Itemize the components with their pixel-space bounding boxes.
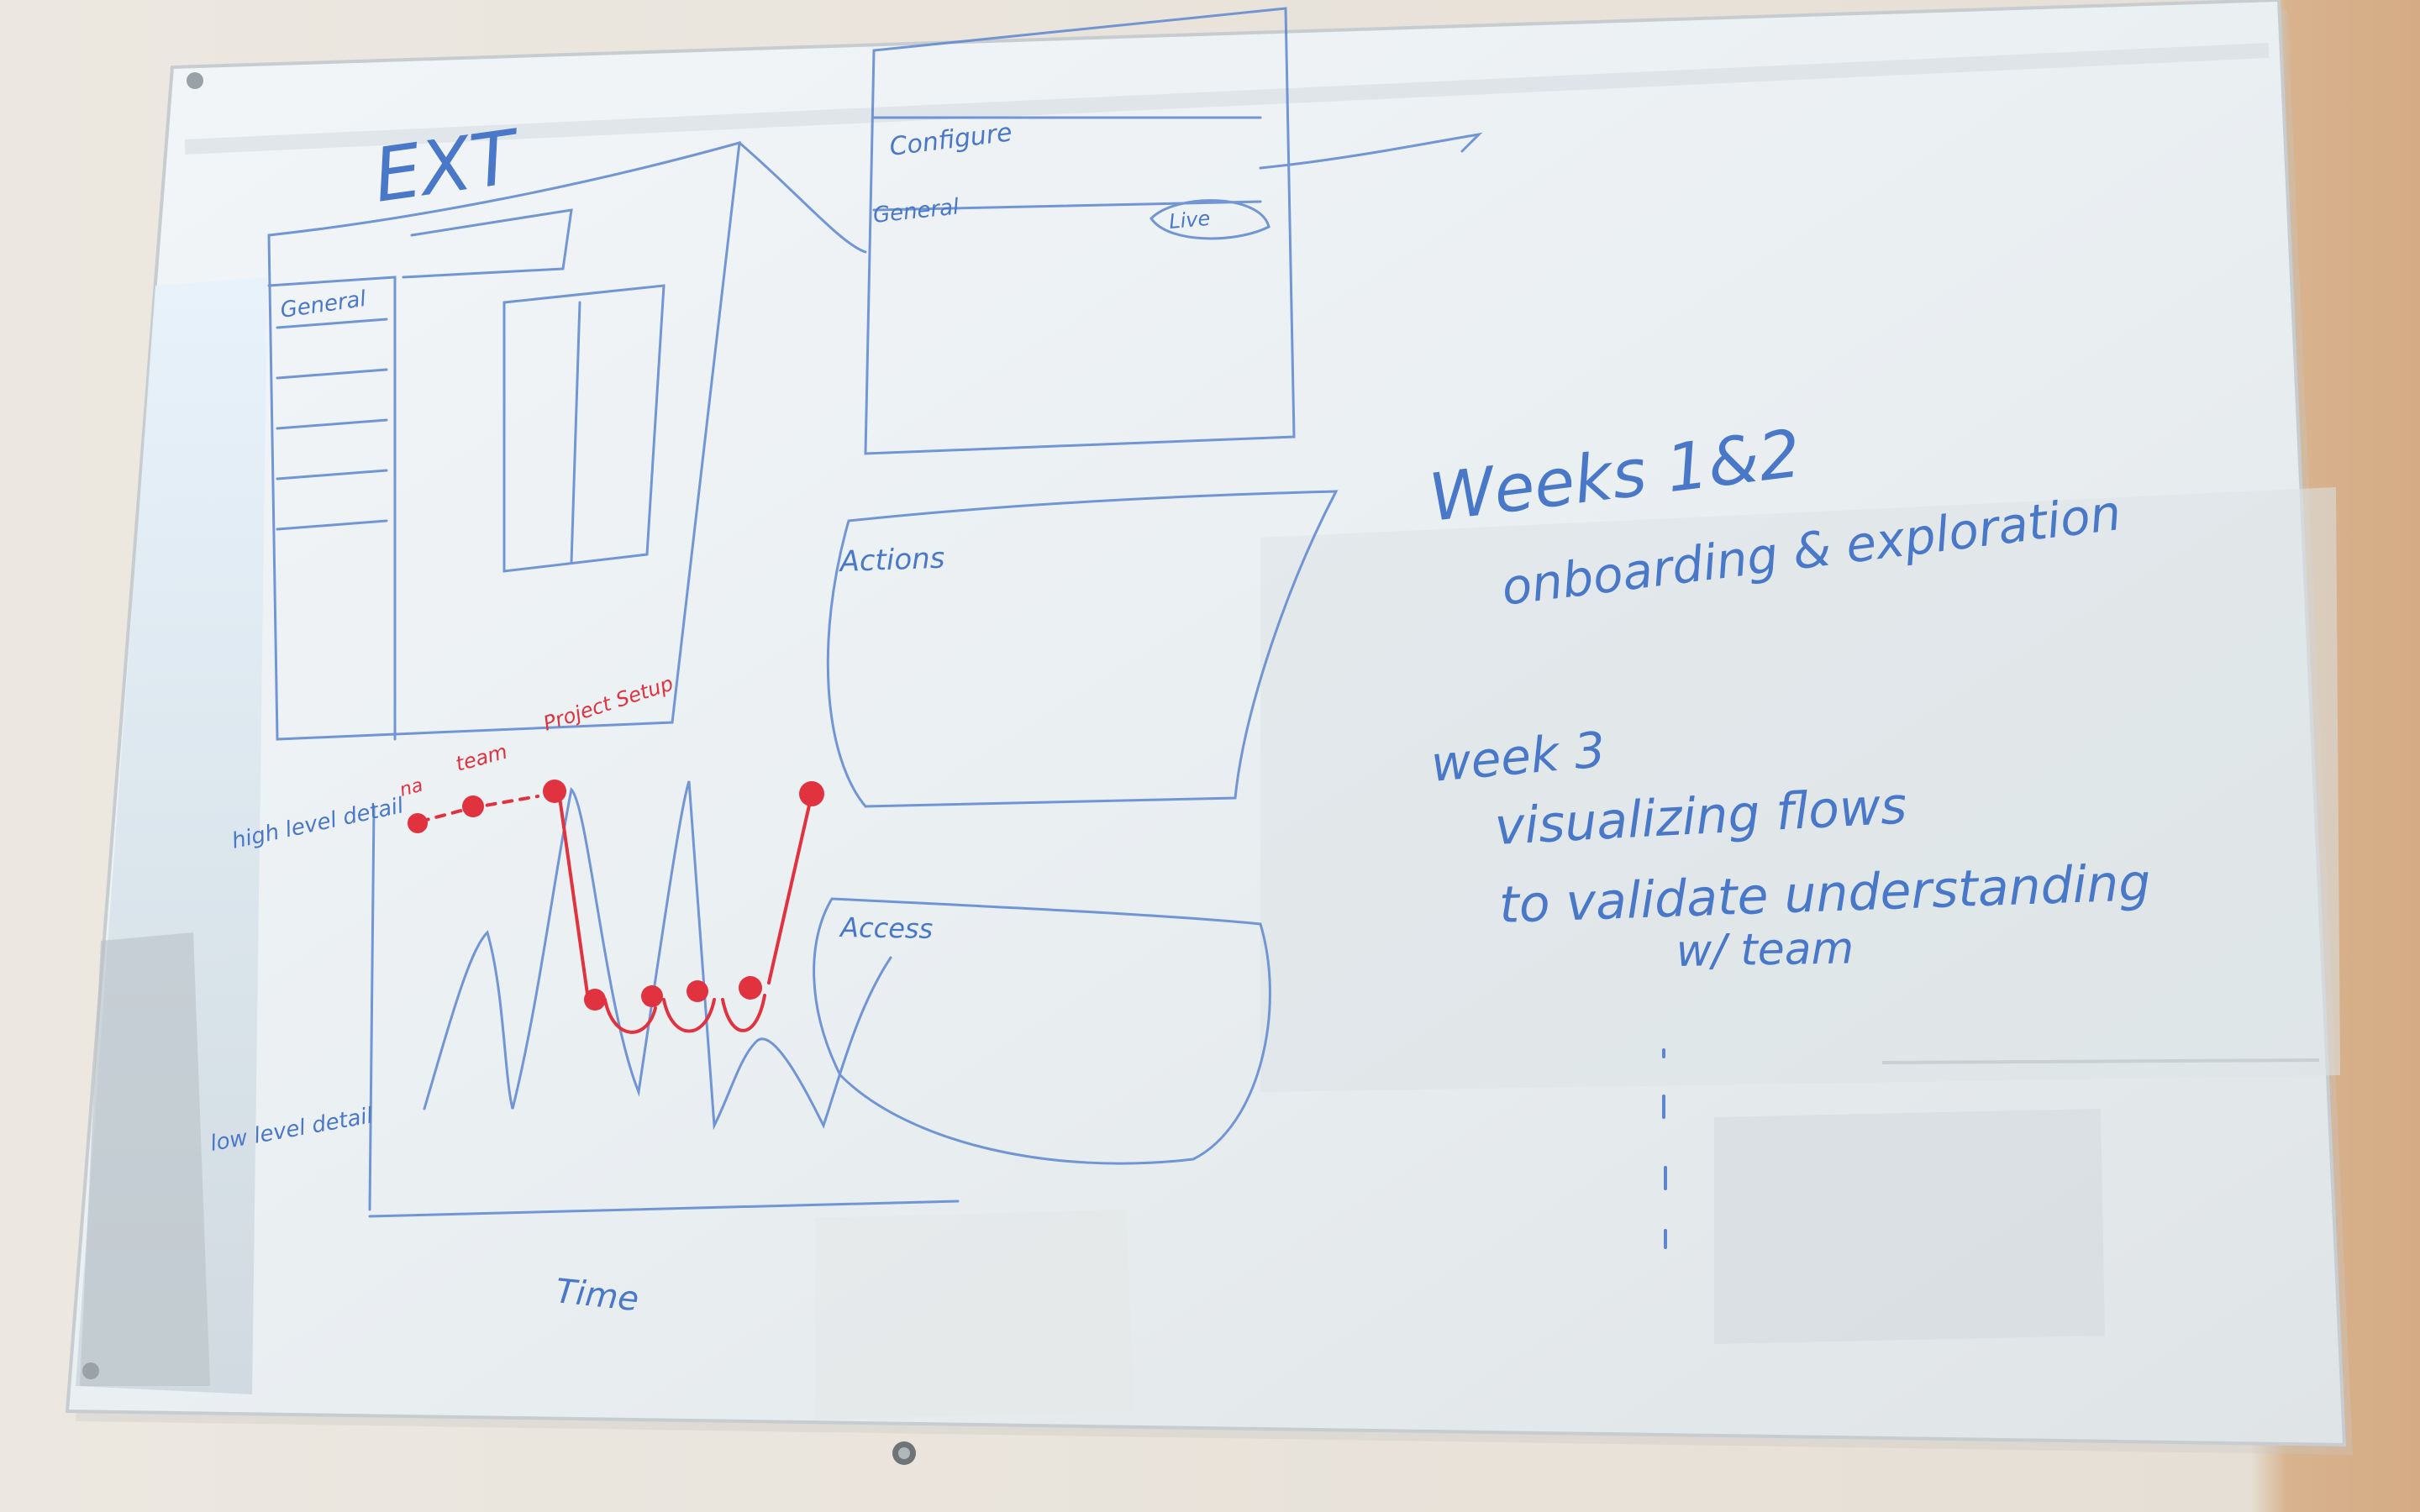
dotted-continuation bbox=[1662, 1048, 1667, 1249]
red-flow-sketch bbox=[418, 790, 813, 1034]
actions-label: Actions bbox=[838, 542, 945, 579]
glass-board bbox=[65, 0, 2353, 1465]
live-label: Live bbox=[1168, 207, 1211, 234]
access-label: Access bbox=[839, 911, 934, 945]
week-3-line-3: w/ team bbox=[1676, 923, 1854, 977]
x-axis-time: Time bbox=[554, 1272, 640, 1319]
ext-label: EXT bbox=[369, 113, 528, 218]
red-flow-points bbox=[408, 780, 824, 1011]
ui-wireframe-sketch bbox=[267, 7, 1483, 1218]
